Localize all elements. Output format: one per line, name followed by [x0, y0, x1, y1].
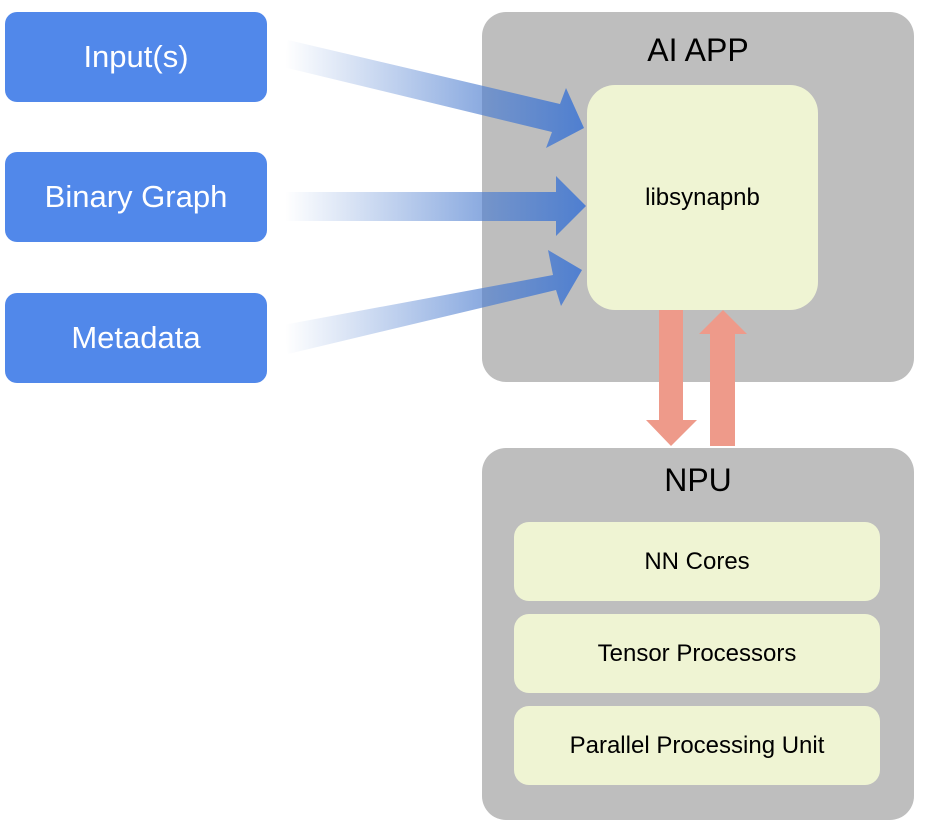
- input-label: Input(s): [83, 39, 189, 74]
- npu-title: NPU: [664, 462, 732, 498]
- component-label: Parallel Processing Unit: [569, 731, 825, 759]
- input-label: Binary Graph: [44, 179, 228, 214]
- libsynapnb-box: libsynapnb: [587, 85, 818, 310]
- input-box-metadata: Metadata: [5, 293, 267, 383]
- component-label: NN Cores: [644, 547, 750, 575]
- input-box-binary-graph: Binary Graph: [5, 152, 267, 242]
- npu-component-parallel-processing-unit: Parallel Processing Unit: [514, 706, 880, 785]
- component-label: Tensor Processors: [597, 639, 797, 667]
- ai-app-title: AI APP: [647, 32, 749, 68]
- npu-component-nn-cores: NN Cores: [514, 522, 880, 601]
- libsynapnb-label: libsynapnb: [645, 183, 760, 211]
- npu-container: NPU NN Cores Tensor Processors Parallel …: [482, 448, 914, 820]
- ai-app-container: AI APP libsynapnb: [482, 12, 914, 382]
- input-box-inputs: Input(s): [5, 12, 267, 102]
- input-label: Metadata: [71, 320, 201, 355]
- npu-component-tensor-processors: Tensor Processors: [514, 614, 880, 693]
